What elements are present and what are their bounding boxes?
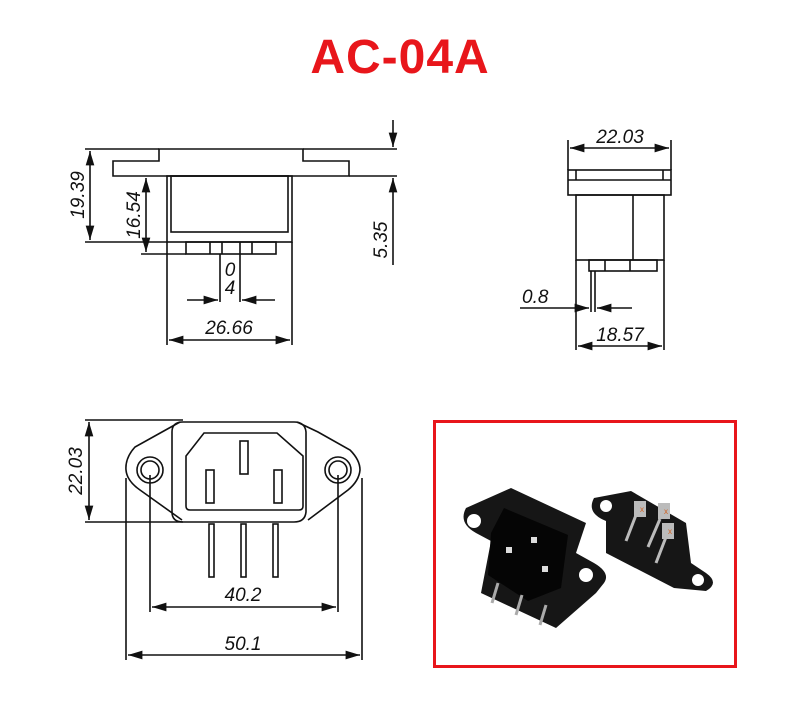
svg-text:x: x <box>668 527 672 536</box>
dim-pin-slot: 0 <box>225 260 236 281</box>
svg-text:x: x <box>664 507 668 516</box>
side-view-drawing <box>85 120 398 345</box>
page-title: AC-04A <box>310 31 490 84</box>
connector-photo-illustration: x x x <box>463 488 713 628</box>
dim-22-03-front: 22.03 <box>66 447 87 496</box>
dim-19-39: 19.39 <box>68 171 89 219</box>
dim-16-54: 16.54 <box>124 191 145 239</box>
dim-26-66: 26.66 <box>204 318 253 339</box>
front-connector-icon <box>463 488 607 628</box>
dim-pin-width: 4 <box>225 278 236 299</box>
dim-18-57: 18.57 <box>596 325 645 346</box>
dim-50-1: 50.1 <box>225 634 262 655</box>
dim-40-2: 40.2 <box>225 585 262 606</box>
dim-22-03-top: 22.03 <box>595 127 644 148</box>
dim-0-8: 0.8 <box>522 287 549 308</box>
svg-text:x: x <box>640 505 644 514</box>
dim-5-35: 5.35 <box>371 221 392 258</box>
rear-connector-icon: x x x <box>591 491 713 591</box>
end-view-drawing <box>520 140 672 351</box>
product-photo: x x x <box>433 420 737 668</box>
front-view-drawing <box>84 419 363 660</box>
